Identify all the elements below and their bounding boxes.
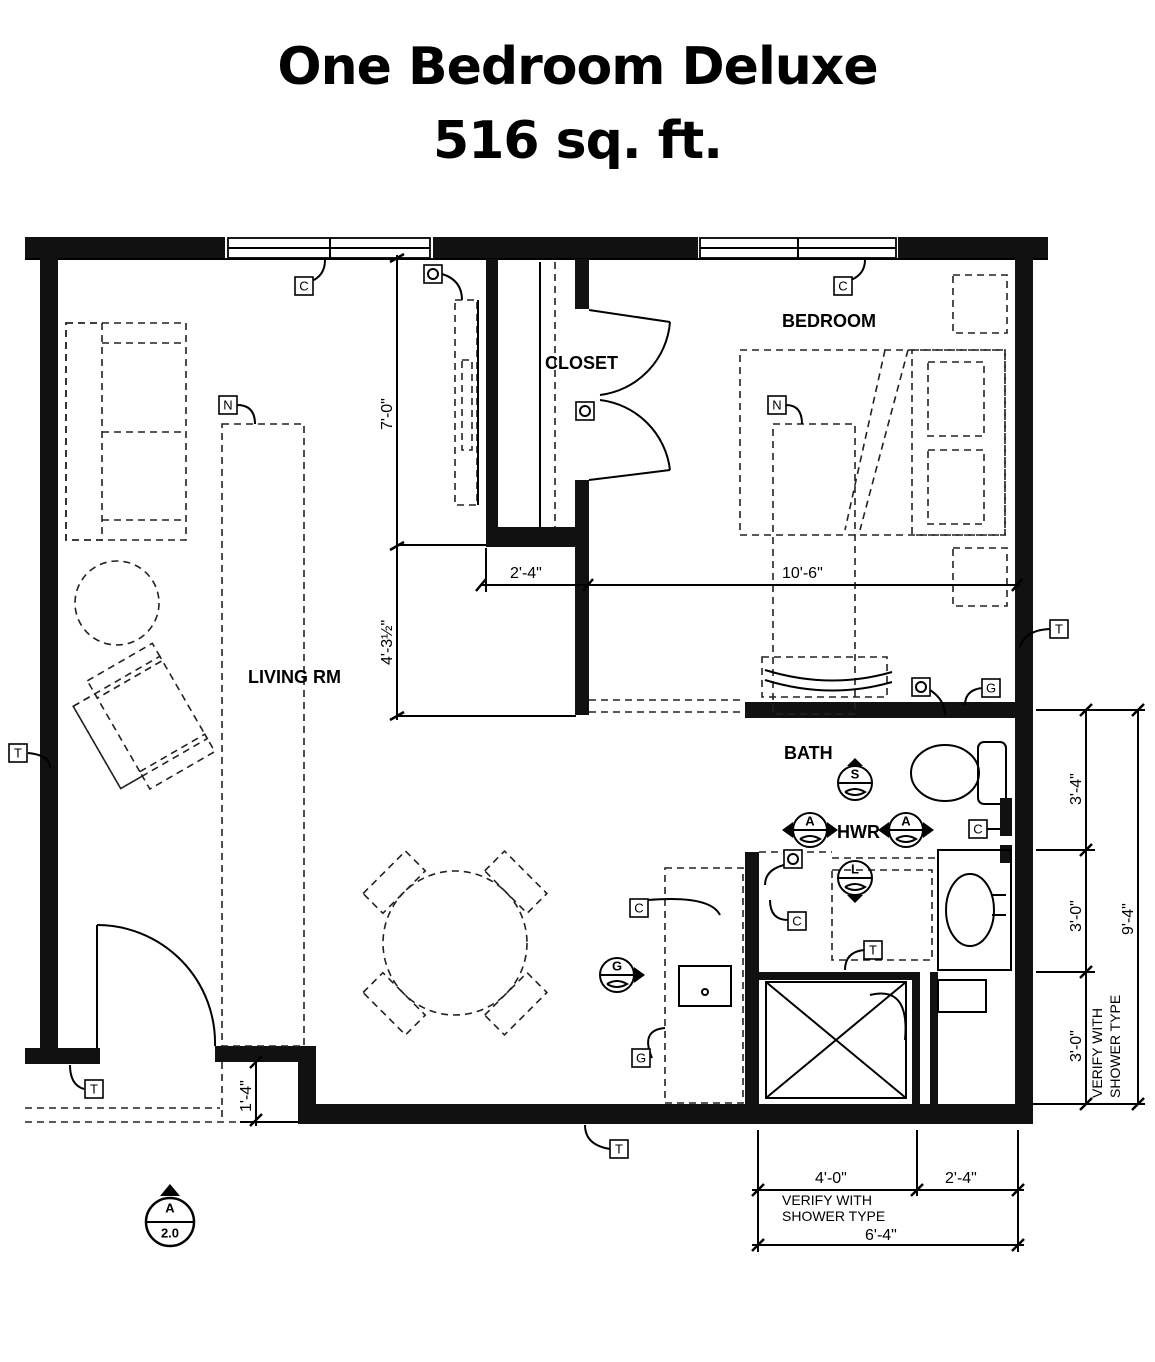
plan-area: 516 sq. ft.: [433, 111, 723, 171]
plan-title: One Bedroom Deluxe: [277, 37, 878, 97]
dim-bedroom-width: 10'-6": [782, 565, 823, 582]
svg-text:C: C: [299, 278, 308, 293]
svg-text:C: C: [634, 900, 643, 915]
svg-text:G: G: [612, 958, 622, 973]
tag-c-bedroom: C: [833, 259, 866, 296]
dimension-lines: 7'-0" 4'-3½" 2'-4" 10'-6" 1'-4" 3'-4": [25, 252, 1145, 1252]
tag-t-right: T: [1019, 619, 1069, 648]
hwr-label: HWR: [837, 822, 880, 842]
outlet-bath-top: [911, 677, 946, 716]
interior-walls: [486, 259, 1033, 1110]
exterior-walls: [25, 237, 1048, 1124]
svg-text:T: T: [615, 1141, 623, 1156]
bath-label: BATH: [784, 743, 833, 763]
tag-g-bath: G: [964, 678, 1001, 706]
dim-entry-step: 1'-4": [238, 1080, 255, 1112]
dim-bath-low: 3'-0": [1068, 1030, 1085, 1062]
symbol-a-left: A: [782, 812, 838, 848]
closet-label: CLOSET: [545, 353, 618, 373]
tag-t-shower: T: [844, 940, 883, 971]
section-letter: A: [165, 1200, 175, 1215]
svg-text:C: C: [838, 278, 847, 293]
outlet-closet: [575, 401, 595, 421]
bath-fixtures: [664, 741, 1012, 1104]
tag-t-left: T: [8, 743, 51, 769]
outlet-hwr: [764, 849, 803, 886]
bedroom-furniture: [589, 274, 1008, 715]
bedroom-label: BEDROOM: [782, 311, 876, 331]
tag-c-bath: C: [968, 819, 1000, 839]
symbol-l: L: [837, 860, 873, 903]
living-furniture: [65, 322, 549, 1048]
svg-text:N: N: [223, 397, 232, 412]
svg-text:L: L: [851, 861, 859, 876]
tag-c-kitchen: C: [629, 898, 721, 918]
dim-bath-top: 3'-4": [1068, 773, 1085, 805]
tag-c-living: C: [294, 259, 326, 296]
svg-text:T: T: [869, 942, 877, 957]
symbol-g-gas: G: [599, 957, 645, 993]
note-verify-vertical-1: VERIFY WITH: [1089, 1008, 1105, 1098]
svg-text:S: S: [851, 766, 860, 781]
dim-lower-height: 4'-3½": [379, 620, 396, 665]
device-tags: C C C C C N N T T T T T G G: [8, 259, 1069, 1159]
living-room-label: LIVING RM: [248, 667, 341, 687]
svg-text:T: T: [14, 745, 22, 760]
svg-text:T: T: [1055, 621, 1063, 636]
symbol-a-right: A: [878, 812, 934, 848]
symbol-s: S: [837, 758, 873, 801]
windows: [227, 237, 897, 259]
dim-side-width: 2'-4": [945, 1170, 977, 1187]
dim-bottom-total: 6'-4": [865, 1227, 897, 1244]
note-verify-bottom-1: VERIFY WITH: [782, 1192, 872, 1208]
dim-bath-mid: 3'-0": [1068, 900, 1085, 932]
outlet-closet-top: [423, 264, 463, 301]
tag-t-bottom: T: [584, 1124, 629, 1159]
tag-g-kitchen: G: [631, 1027, 666, 1068]
room-labels: LIVING RM BEDROOM CLOSET BATH HWR: [248, 311, 880, 842]
title-block: One Bedroom Deluxe 516 sq. ft.: [0, 30, 1155, 178]
svg-text:C: C: [973, 821, 982, 836]
tag-n-bedroom: N: [767, 395, 803, 425]
svg-text:T: T: [90, 1081, 98, 1096]
svg-text:A: A: [901, 813, 911, 828]
closet-details: [454, 262, 671, 527]
fixture-symbols: S A A L G: [599, 758, 934, 993]
dim-closet-height: 7'-0": [379, 398, 396, 430]
dim-shower-width: 4'-0": [815, 1170, 847, 1187]
section-marker: A 2.0: [144, 1184, 196, 1248]
svg-text:G: G: [636, 1050, 646, 1065]
svg-text:C: C: [792, 913, 801, 928]
section-sheet: 2.0: [161, 1225, 179, 1240]
tag-t-entry: T: [69, 1064, 104, 1099]
tag-n-living: N: [218, 395, 256, 425]
svg-text:N: N: [772, 397, 781, 412]
svg-text:A: A: [805, 813, 815, 828]
dim-hall-width: 2'-4": [510, 565, 542, 582]
note-verify-vertical-2: SHOWER TYPE: [1107, 995, 1123, 1098]
note-verify-bottom-2: SHOWER TYPE: [782, 1208, 885, 1224]
svg-text:G: G: [986, 680, 996, 695]
tag-c-hwr: C: [769, 899, 807, 931]
dim-bath-total: 9'-4": [1120, 903, 1137, 935]
